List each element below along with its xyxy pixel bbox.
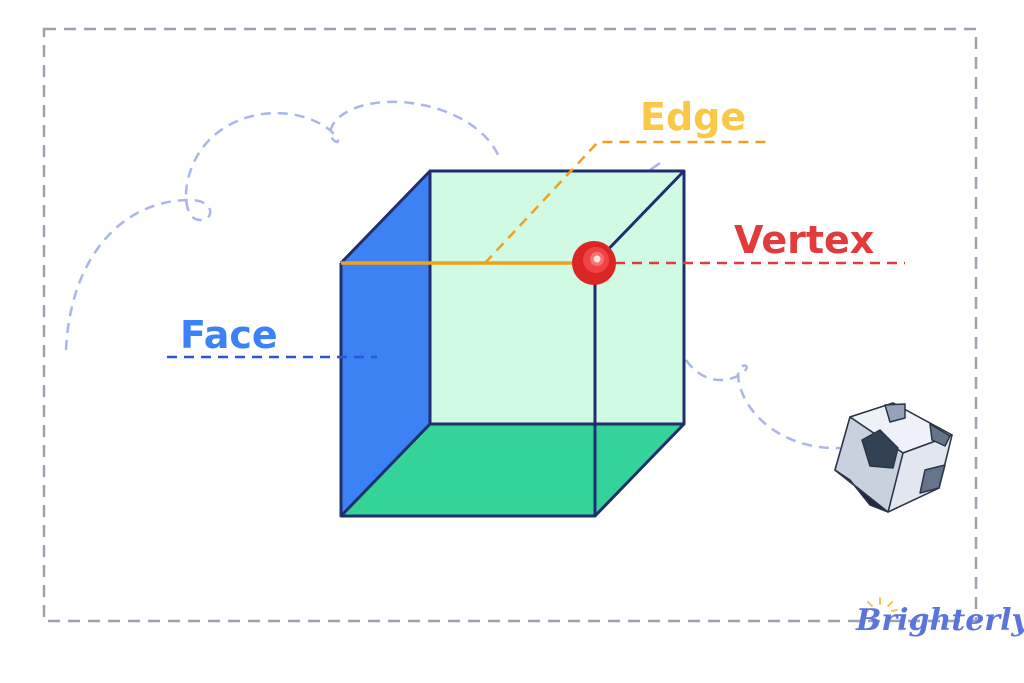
cube-edge	[339, 422, 432, 518]
cube-edge	[339, 169, 432, 265]
cube-edge	[593, 169, 686, 265]
brighterly-logo: Brighterly	[855, 597, 1024, 638]
logo-text: Brighterly	[855, 603, 1024, 638]
decorative-swirl-right	[684, 359, 841, 450]
cube-front-edges	[339, 263, 597, 518]
edge-label: Edge	[640, 95, 746, 139]
vertex-label: Vertex	[734, 218, 874, 262]
dashed-frame	[42, 27, 978, 623]
decorative-swirl-left	[64, 100, 502, 351]
polyhedron-ball-icon	[834, 402, 953, 513]
cube-edge	[593, 422, 686, 518]
face-label: Face	[180, 313, 278, 357]
bottom-face	[341, 424, 684, 516]
decorative-dash-top	[649, 161, 661, 172]
left-face	[341, 171, 430, 516]
vertex-marker	[572, 241, 616, 285]
cube	[339, 169, 686, 518]
edge-pointer-line	[484, 140, 770, 264]
